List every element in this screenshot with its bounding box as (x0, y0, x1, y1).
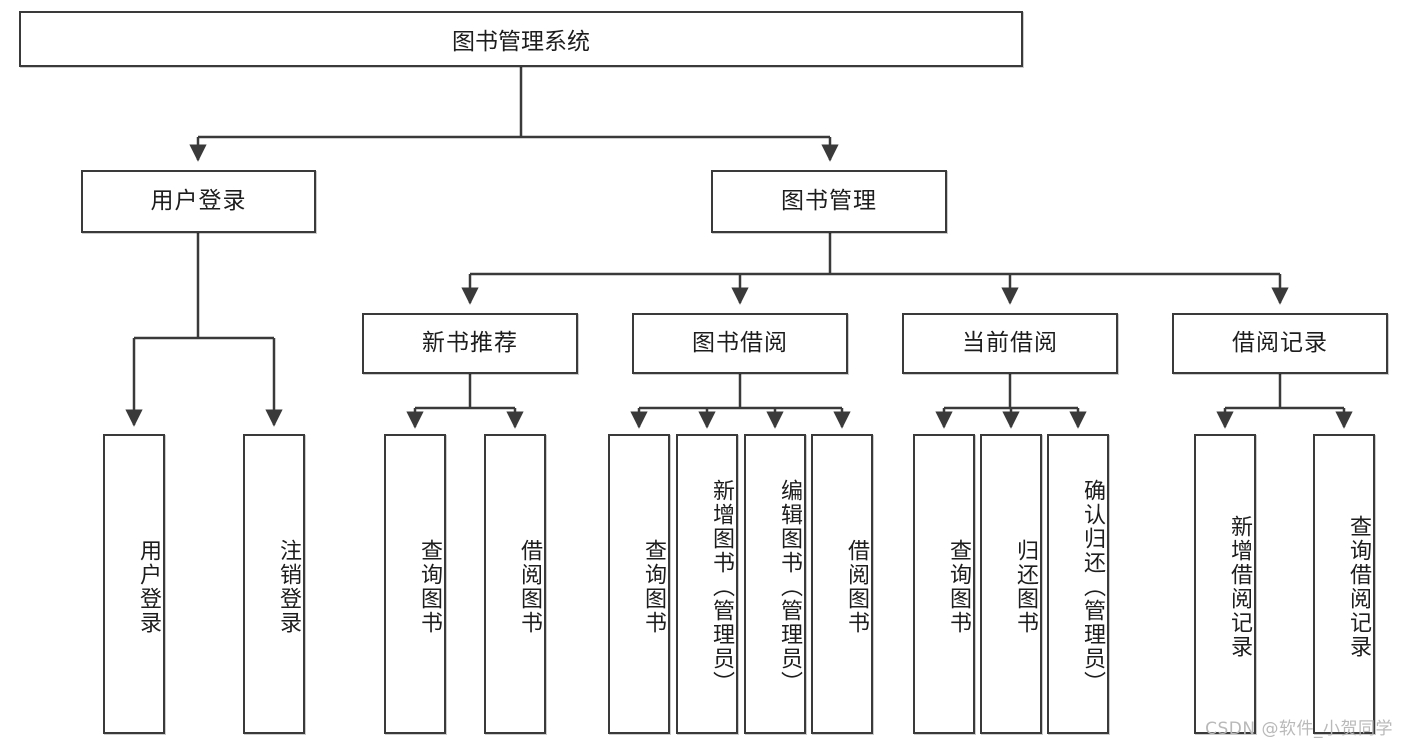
node-label: 新增图书（管理员） (709, 479, 734, 695)
node-label: 注销登录 (276, 539, 301, 635)
node-book-borrow[interactable]: 图书借阅 (632, 313, 848, 374)
node-user-login[interactable]: 用户登录 (81, 170, 316, 233)
leaf-confirm-return[interactable]: 确认归还（管理员） (1047, 434, 1109, 734)
node-label: 用户登录 (150, 187, 247, 214)
node-label: 图书管理 (781, 187, 877, 214)
node-new-book-recommend[interactable]: 新书推荐 (362, 313, 578, 374)
leaf-user-login[interactable]: 用户登录 (103, 434, 165, 734)
node-label: 图书借阅 (692, 329, 788, 356)
node-label: 借阅图书 (517, 539, 542, 635)
leaf-borrow-book-1[interactable]: 借阅图书 (484, 434, 546, 734)
node-current-borrow[interactable]: 当前借阅 (902, 313, 1118, 374)
leaf-add-book[interactable]: 新增图书（管理员） (676, 434, 738, 734)
leaf-edit-book[interactable]: 编辑图书（管理员） (744, 434, 806, 734)
leaf-query-record[interactable]: 查询借阅记录 (1313, 434, 1375, 734)
node-borrow-record[interactable]: 借阅记录 (1172, 313, 1388, 374)
node-label: 用户登录 (136, 539, 161, 635)
node-label: 新增借阅记录 (1227, 515, 1252, 659)
node-label: 图书管理系统 (452, 29, 590, 55)
node-label: 当前借阅 (962, 329, 1058, 356)
leaf-logout-login[interactable]: 注销登录 (243, 434, 305, 734)
node-label: 查询图书 (641, 539, 666, 635)
node-label: 借阅图书 (844, 539, 869, 635)
leaf-return-book[interactable]: 归还图书 (980, 434, 1042, 734)
leaf-borrow-book-2[interactable]: 借阅图书 (811, 434, 873, 734)
node-label: 借阅记录 (1232, 329, 1328, 356)
node-root-system[interactable]: 图书管理系统 (19, 11, 1023, 67)
leaf-query-book-2[interactable]: 查询图书 (608, 434, 670, 734)
node-book-management[interactable]: 图书管理 (711, 170, 947, 233)
node-label: 查询借阅记录 (1346, 515, 1371, 659)
node-label: 确认归还（管理员） (1080, 479, 1105, 695)
node-label: 查询图书 (417, 539, 442, 635)
watermark: CSDN @软件_小贺同学 (1205, 719, 1393, 739)
leaf-query-book-1[interactable]: 查询图书 (384, 434, 446, 734)
node-label: 查询图书 (946, 539, 971, 635)
node-label: 新书推荐 (422, 329, 518, 356)
node-label: 编辑图书（管理员） (777, 479, 802, 695)
node-label: 归还图书 (1013, 539, 1038, 635)
leaf-add-record[interactable]: 新增借阅记录 (1194, 434, 1256, 734)
leaf-query-book-3[interactable]: 查询图书 (913, 434, 975, 734)
